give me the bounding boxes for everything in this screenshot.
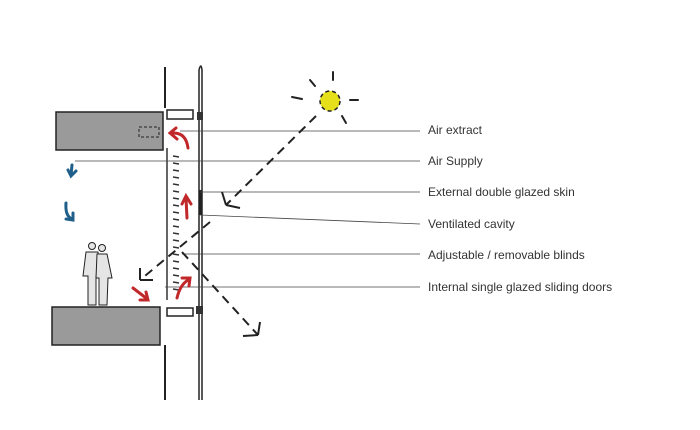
- blind-slat: [172, 260, 180, 263]
- warm-air-arrows: [131, 126, 193, 302]
- blind-slat: [172, 239, 180, 242]
- blind-slat: [172, 204, 180, 207]
- people-figures: [82, 242, 113, 306]
- blinds: [172, 155, 180, 291]
- label-blinds: Adjustable / removable blinds: [428, 248, 585, 262]
- label-air-supply: Air Supply: [428, 154, 483, 168]
- extract-duct: [138, 126, 160, 138]
- blind-slat: [172, 211, 180, 214]
- cool-air-arrows: [64, 163, 78, 222]
- blind-slat: [172, 281, 180, 284]
- blind-slat: [172, 190, 180, 193]
- blind-slat: [172, 197, 180, 200]
- blind-slat: [172, 225, 180, 228]
- external-glazed-skin: [198, 65, 203, 400]
- blind-slat: [172, 162, 180, 165]
- upper-floor-slab: [55, 111, 164, 151]
- blind-slat: [172, 267, 180, 270]
- label-ventilated-cavity: Ventilated cavity: [428, 217, 515, 231]
- blind-slat: [172, 155, 180, 158]
- sun-icon: [291, 71, 359, 124]
- blind-slat: [172, 253, 180, 256]
- blind-slat: [172, 288, 180, 291]
- blind-slat: [172, 274, 180, 277]
- blind-slat: [172, 183, 180, 186]
- label-sliding-doors: Internal single glazed sliding doors: [428, 280, 613, 294]
- label-external-skin: External double glazed skin: [428, 185, 575, 199]
- upper-frame: [166, 109, 194, 120]
- lower-floor-slab: [51, 306, 161, 346]
- lower-frame: [166, 307, 194, 317]
- blind-slat: [172, 232, 180, 235]
- blind-slat: [172, 176, 180, 179]
- blind-slat: [172, 246, 180, 249]
- solar-ray-lines: [139, 115, 317, 337]
- leader-lines: [75, 130, 421, 288]
- blind-slat: [172, 169, 180, 172]
- label-air-extract: Air extract: [428, 123, 483, 137]
- blind-slat: [172, 218, 180, 221]
